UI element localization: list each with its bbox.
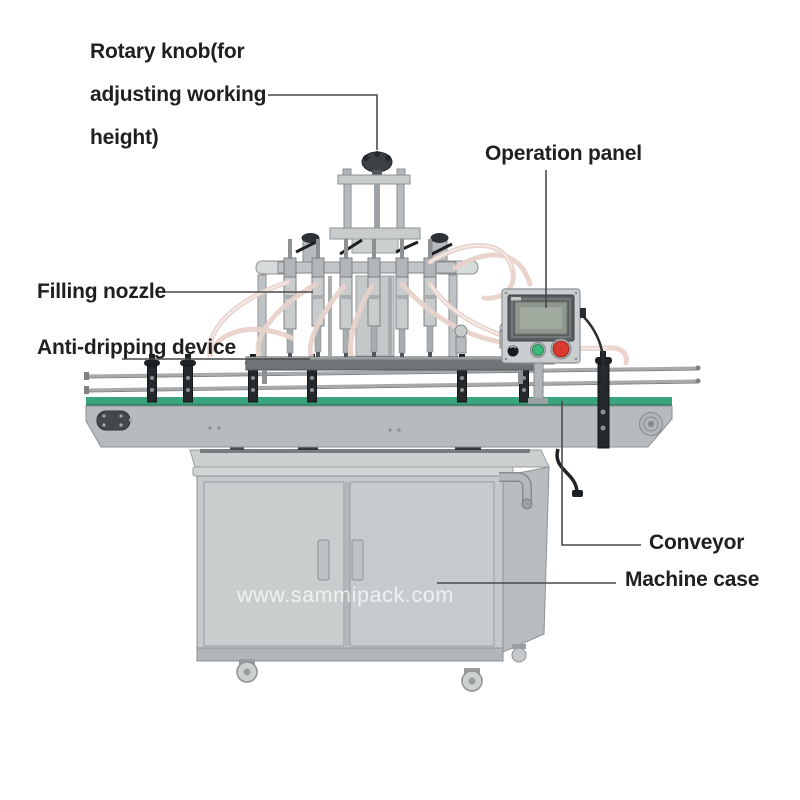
conveyor-belt <box>86 397 672 404</box>
door-handle-left <box>317 539 330 581</box>
stop-button <box>552 340 570 358</box>
leader-conveyor <box>561 401 641 546</box>
leader-lines <box>122 94 641 584</box>
brand-logo-mark <box>511 297 521 301</box>
conveyor-motor-plate <box>96 410 131 431</box>
rotary-knob <box>361 151 393 176</box>
selector-knob <box>507 345 519 357</box>
caster-wheel <box>236 659 258 683</box>
start-button <box>532 344 544 356</box>
drain-pipe <box>499 472 533 510</box>
caster-wheel <box>461 668 483 692</box>
label-line: Rotary knob(for <box>90 40 245 63</box>
label-conveyor: Conveyor <box>649 531 745 554</box>
nozzle-crossbar <box>255 257 479 278</box>
filling-nozzle <box>395 239 409 360</box>
label-operation-panel: Operation panel <box>485 142 642 165</box>
leader-rotary-knob <box>268 94 378 150</box>
caster-wheel <box>511 644 527 663</box>
label-rotary-knob: Rotary knob(for adjusting working height… <box>90 30 266 159</box>
watermark: www.sammipack.com <box>237 583 454 607</box>
label-anti-dripping-device: Anti-dripping device <box>37 336 237 359</box>
machine-cabinet <box>189 449 550 692</box>
label-filling-nozzle: Filling nozzle <box>37 280 167 303</box>
anti-dripping-device <box>245 356 537 384</box>
power-cable <box>555 448 583 497</box>
panel-cable <box>582 315 606 397</box>
label-line: adjusting working <box>90 83 267 106</box>
door-handle-right <box>351 539 364 581</box>
label-machine-case: Machine case <box>625 568 760 591</box>
label-line: height) <box>90 126 159 149</box>
operation-panel <box>501 288 606 404</box>
